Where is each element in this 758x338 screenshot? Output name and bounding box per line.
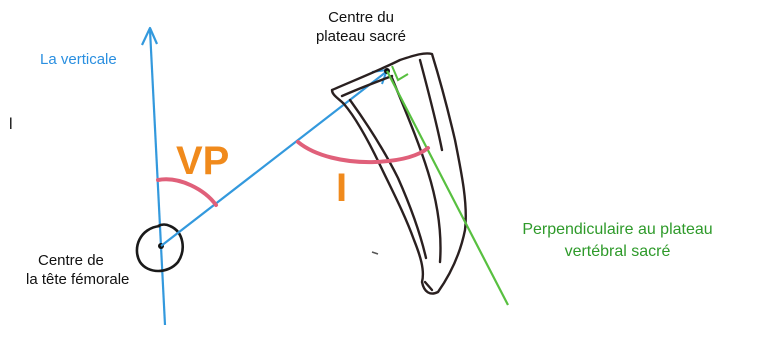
i-angle-arc [296, 140, 430, 165]
femoral-head-circle [135, 223, 184, 273]
angle-vp-label: VP [176, 139, 230, 183]
sacrum-outline [330, 52, 467, 295]
perpendicular-label-line1: Perpendiculaire au plateau [522, 221, 713, 238]
edge-mark: l [9, 116, 13, 133]
femoral-center-label: Centre de la tête fémorale [26, 252, 178, 290]
vertical-line [141, 26, 167, 326]
angle-i-label: I [336, 166, 348, 210]
vp-angle-arc [156, 177, 218, 207]
perpendicular-label: Perpendiculaire au plateau vertébral sac… [490, 220, 745, 262]
sacral-center-label-line1: Centre du [328, 9, 394, 26]
femoral-center-label-line1: Centre de [38, 252, 104, 269]
sacral-center-label: Centre du plateau sacré [300, 9, 422, 47]
vertical-label: La verticale [40, 51, 117, 68]
right-angle-marker [391, 65, 409, 82]
perpendicular-label-line2: vertébral sacré [564, 243, 671, 260]
perpendicular-line [386, 70, 509, 306]
sacral-center-label-line2: plateau sacré [315, 27, 407, 45]
femoral-center-label-line2: la tête fémorale [26, 270, 130, 288]
stray-mark [371, 251, 379, 255]
